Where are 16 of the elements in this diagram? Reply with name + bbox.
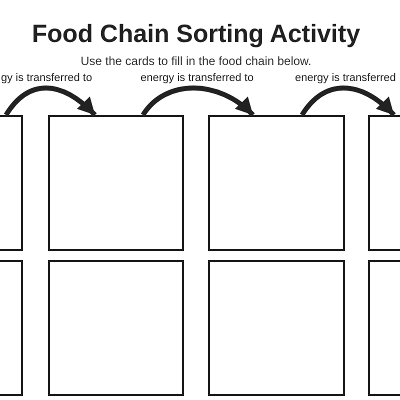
edge-label: energy is transferred to — [140, 72, 254, 85]
instruction-text: Use the cards to fill in the food chain below. — [80, 54, 312, 68]
arrow — [300, 86, 396, 117]
answer-box — [208, 115, 345, 251]
edge-label: energy is transferred — [295, 72, 396, 85]
arrow — [141, 86, 255, 117]
arrow — [4, 86, 97, 117]
title: Food Chain Sorting Activity — [32, 20, 360, 48]
answer-box — [0, 115, 23, 251]
edge-label: gy is transferred to — [1, 72, 92, 85]
answer-box — [48, 260, 184, 396]
answer-box — [48, 115, 184, 251]
answer-box — [0, 260, 23, 396]
answer-box — [368, 115, 400, 251]
answer-box — [368, 260, 400, 396]
answer-box — [208, 260, 345, 396]
